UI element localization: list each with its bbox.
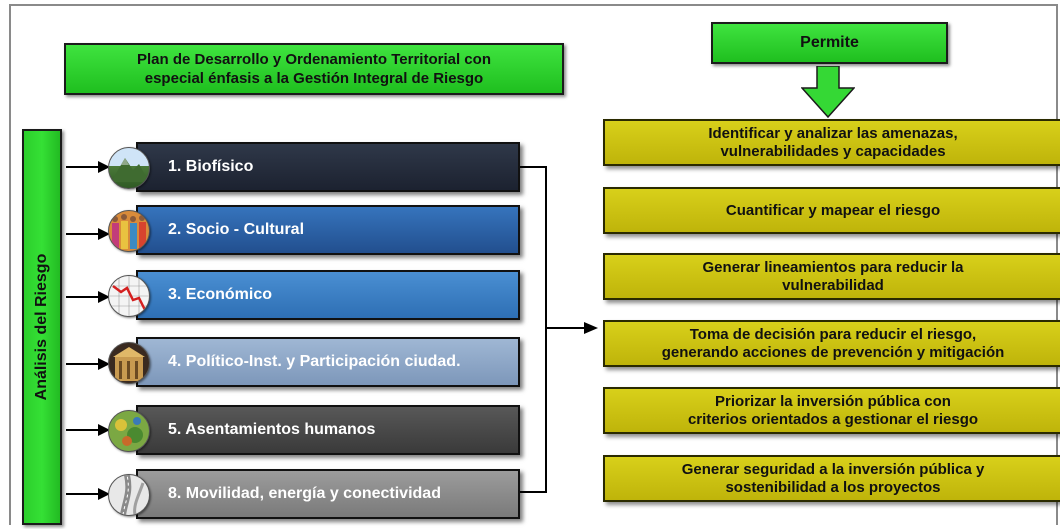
- frame-left-border: [9, 4, 11, 525]
- outcome-line1: Generar seguridad a la inversión pública…: [681, 460, 985, 478]
- category-label: 1. Biofísico: [168, 158, 254, 175]
- category-movilidad: 8. Movilidad, energía y conectividad: [136, 469, 520, 519]
- outcome-line2: vulnerabilidades y capacidades: [720, 142, 946, 160]
- category-label: 2. Socio - Cultural: [168, 221, 305, 238]
- arrow-right-icon: [66, 291, 110, 303]
- outcome-line1: Priorizar la inversión pública con: [715, 392, 951, 410]
- arrow-right-icon: [66, 228, 110, 240]
- category-label: 8. Movilidad, energía y conectividad: [168, 485, 441, 502]
- analisis-riesgo-bar: Análisis del Riesgo: [22, 129, 62, 525]
- outcome-priorizar: Priorizar la inversión pública con crite…: [603, 387, 1060, 434]
- plan-title-line2: especial énfasis a la Gestión Integral d…: [144, 70, 484, 87]
- category-politico: 4. Político-Inst. y Participación ciudad…: [136, 337, 520, 387]
- arrow-right-icon: [66, 358, 110, 370]
- outcome-seguridad: Generar seguridad a la inversión pública…: [603, 455, 1060, 502]
- road-icon: [108, 474, 150, 516]
- map-icon: [108, 410, 150, 452]
- category-socio-cultural: 2. Socio - Cultural: [136, 205, 520, 255]
- outcome-lineamientos: Generar lineamientos para reducir la vul…: [603, 253, 1060, 300]
- outcome-line2: generando acciones de prevención y mitig…: [661, 343, 1005, 361]
- arrow-right-icon: [66, 424, 110, 436]
- category-biofisico: 1. Biofísico: [136, 142, 520, 192]
- outcome-line2: criterios orientados a gestionar el ries…: [687, 410, 979, 428]
- permite-label: Permite: [800, 34, 859, 51]
- outcome-line2: sostenibilidad a los proyectos: [725, 478, 941, 496]
- arrow-right-icon: [66, 161, 110, 173]
- outcome-line1: Cuantificar y mapear el riesgo: [725, 201, 941, 219]
- outcome-cuantificar: Cuantificar y mapear el riesgo: [603, 187, 1060, 234]
- outcome-line2: vulnerabilidad: [782, 276, 884, 294]
- plan-title-line1: Plan de Desarrollo y Ordenamiento Territ…: [137, 51, 491, 68]
- category-asentamientos: 5. Asentamientos humanos: [136, 405, 520, 455]
- outcome-line1: Generar lineamientos para reducir la: [702, 258, 964, 276]
- down-arrow-icon: [801, 66, 855, 118]
- outcome-toma-decision: Toma de decisión para reducir el riesgo,…: [603, 320, 1060, 367]
- outcome-identificar: Identificar y analizar las amenazas, vul…: [603, 119, 1060, 166]
- analisis-riesgo-label: Análisis del Riesgo: [33, 253, 50, 401]
- permite-box: Permite: [711, 22, 948, 64]
- outcome-line1: Toma de decisión para reducir el riesgo,: [689, 325, 977, 343]
- bracket-connector: [520, 166, 598, 493]
- category-label: 5. Asentamientos humanos: [168, 421, 376, 438]
- chart-icon: [108, 275, 150, 317]
- category-label: 4. Político-Inst. y Participación ciudad…: [168, 353, 461, 370]
- building-icon: [108, 342, 150, 384]
- category-economico: 3. Económico: [136, 270, 520, 320]
- plan-title-box: Plan de Desarrollo y Ordenamiento Territ…: [64, 43, 564, 95]
- arrow-right-icon: [66, 488, 110, 500]
- category-label: 3. Económico: [168, 286, 273, 303]
- mountain-icon: [108, 147, 150, 189]
- people-icon: [108, 210, 150, 252]
- outcome-line1: Identificar y analizar las amenazas,: [708, 124, 958, 142]
